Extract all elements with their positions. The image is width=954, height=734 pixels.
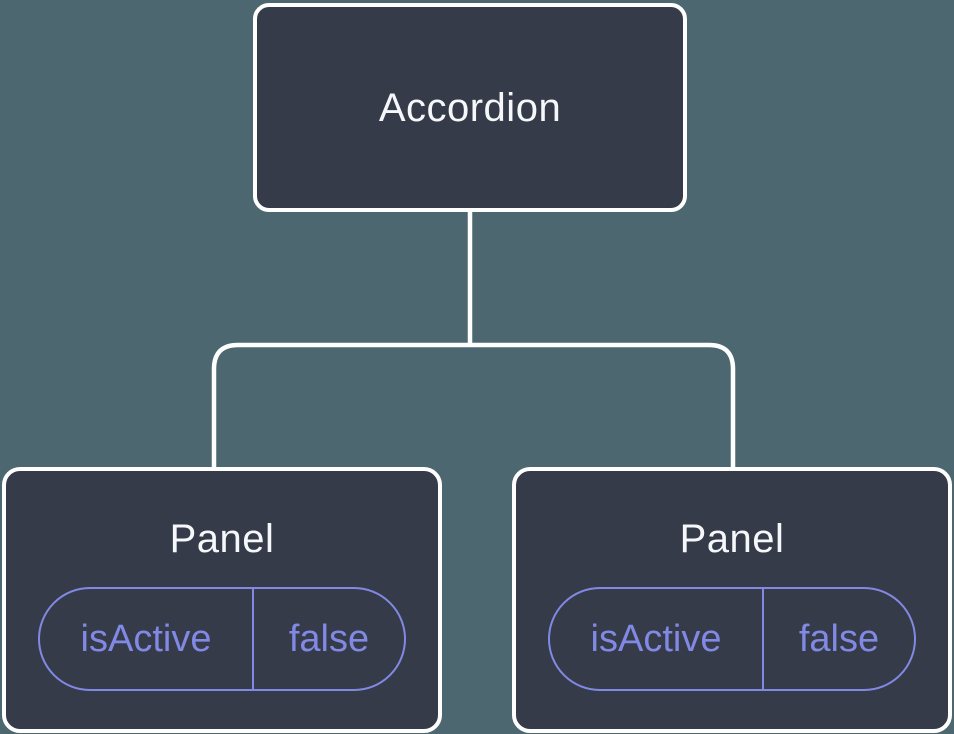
node-panel-left: Panel isActive false xyxy=(2,467,442,733)
state-name: isActive xyxy=(40,589,254,689)
state-value: false xyxy=(288,617,370,660)
node-panel-label: Panel xyxy=(169,517,275,561)
state-pill: isActive false xyxy=(548,587,916,691)
state-value: false xyxy=(798,617,880,660)
node-panel-label: Panel xyxy=(679,517,785,561)
state-name: isActive xyxy=(550,589,764,689)
node-accordion-label: Accordion xyxy=(378,85,562,130)
connector-bracket xyxy=(211,342,736,470)
state-pill: isActive false xyxy=(38,587,406,691)
node-panel-right: Panel isActive false xyxy=(512,467,952,733)
node-accordion: Accordion xyxy=(253,3,687,212)
